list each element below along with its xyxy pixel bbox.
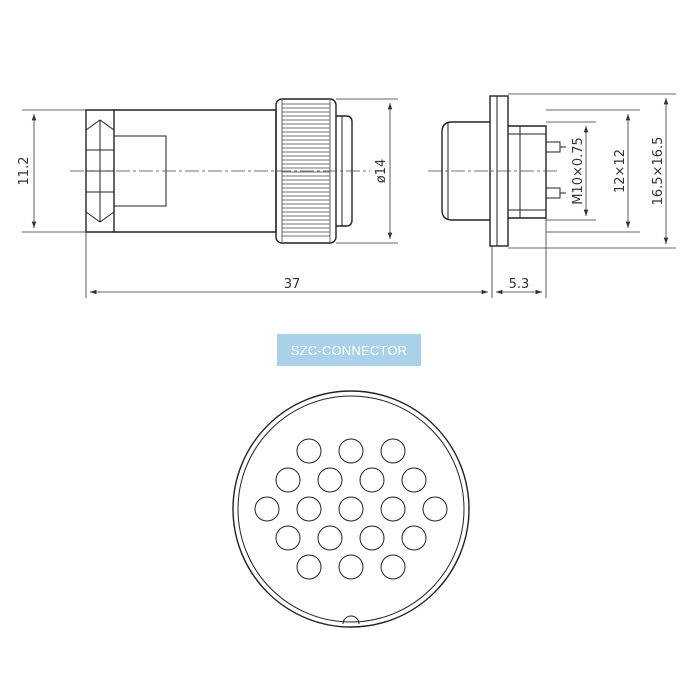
dim-square-inner-label: 12×12: [613, 149, 628, 193]
side-view: 11.2 ø14: [17, 98, 398, 244]
dim-square-outer-label: 16.5×16.5: [651, 137, 666, 206]
pin-hole: [338, 496, 364, 522]
socket-pins: [546, 141, 566, 199]
pin-hole: [296, 554, 322, 580]
product-label: SZC-CONNECTOR: [277, 334, 421, 366]
pin-hole: [359, 467, 385, 493]
dim-length-label: 37: [284, 277, 301, 292]
pin-hole: [275, 467, 301, 493]
pin-hole: [359, 525, 385, 551]
dim-thread-label: M10×0.75: [571, 137, 586, 205]
pin-hole: [401, 467, 427, 493]
dim-height-label: 11.2: [17, 157, 32, 186]
pin-face-view: [232, 390, 470, 628]
pin-hole: [296, 496, 322, 522]
pin-hole: [380, 554, 406, 580]
socket-view: M10×0.75 12×12 16.5×16.5: [428, 93, 676, 249]
pin-hole: [296, 438, 322, 464]
keyway-notch: [342, 615, 360, 625]
pin-hole: [254, 496, 280, 522]
dim-diameter-label: ø14: [374, 159, 389, 184]
pin-hole: [338, 554, 364, 580]
pin-hole: [422, 496, 448, 522]
length-dimensions: 37 5.3: [85, 218, 547, 298]
socket-rear-body: [508, 125, 547, 219]
pin-hole: [338, 438, 364, 464]
pin-hole: [275, 525, 301, 551]
pin-hole: [317, 467, 343, 493]
knurl-lines: [281, 100, 331, 242]
pin-hole: [380, 496, 406, 522]
face-outer-ring: [232, 390, 470, 628]
pin-hole: [317, 525, 343, 551]
face-inner-ring: [237, 395, 465, 623]
dim-flange-label: 5.3: [509, 277, 530, 292]
pin-hole: [380, 438, 406, 464]
pin-hole: [401, 525, 427, 551]
